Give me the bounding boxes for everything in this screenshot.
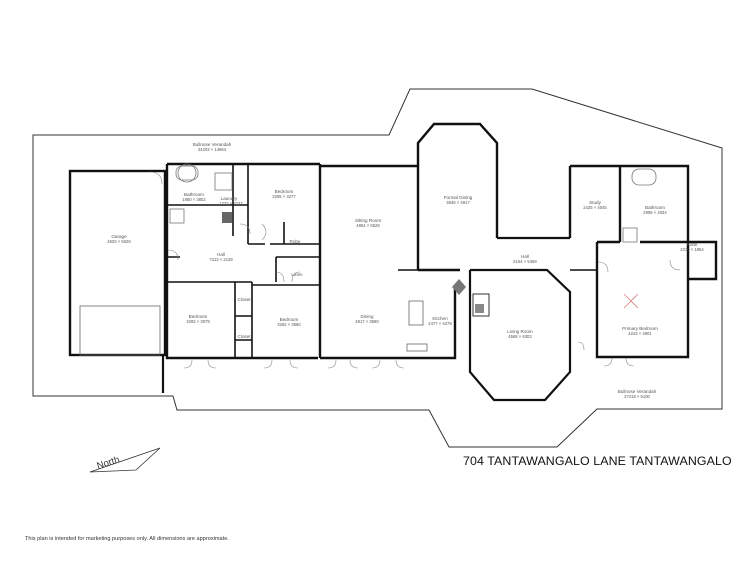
room-label-bedroom-west: Bedroom bbox=[189, 314, 208, 319]
room-label-formal-dining: Formal Dining bbox=[444, 195, 473, 200]
room-dims-hall-west: 7313 × 2139 bbox=[209, 257, 233, 262]
room-dims-garage: 4603 × 5028 bbox=[107, 239, 131, 244]
room-label-sitting-room: Sitting Room bbox=[355, 218, 381, 223]
room-label-primary-bedroom: Primary Bedroom bbox=[622, 326, 658, 331]
room-label-robe-east: Robe bbox=[687, 242, 698, 247]
room-dims-bullnose-verandah-south: 27418 × 5100 bbox=[624, 394, 650, 399]
room-dims-bathroom-east: 2995 × 4034 bbox=[643, 210, 667, 215]
room-dims-robe-east: 2230 × 1954 bbox=[680, 247, 704, 252]
room-label-linen: Linen bbox=[291, 272, 303, 277]
room-label-bathroom: Bathroom bbox=[184, 192, 204, 197]
room-dims-primary-bedroom: 4223 × 4901 bbox=[628, 331, 652, 336]
east-wing-walls bbox=[568, 164, 718, 359]
room-dims-sitting-room: 4854 × 5528 bbox=[356, 223, 380, 228]
room-label-robe: Robe bbox=[290, 239, 301, 244]
room-dims-study: 2425 × 4045 bbox=[583, 205, 607, 210]
room-dims-bathroom: 1980 × 3802 bbox=[182, 197, 206, 202]
room-label-hall-east: Hall bbox=[521, 254, 529, 259]
room-dims-dining: 4817 × 3580 bbox=[355, 319, 379, 324]
room-dims-bedroom-north: 3295 × 3277 bbox=[272, 194, 296, 199]
room-label-study: Study bbox=[589, 200, 601, 205]
north-label: North bbox=[96, 454, 121, 472]
room-label-bedroom-middle: Bedroom bbox=[280, 317, 299, 322]
formal-dining-walls bbox=[416, 122, 499, 238]
fireplace bbox=[472, 293, 490, 317]
disclaimer-text: This plan is intended for marketing purp… bbox=[25, 536, 229, 542]
laundry-tub bbox=[222, 212, 232, 223]
room-dims-kitchen: 2477 × 4279 bbox=[428, 321, 452, 326]
room-dims-bullnose-verandah: 34203 × 14964 bbox=[198, 147, 227, 152]
shower-west bbox=[169, 208, 185, 224]
fireplace-insert bbox=[475, 304, 484, 313]
kitchen-bench bbox=[406, 343, 428, 352]
room-labels: Bullnose Verandah 34203 × 14964 Bathroom… bbox=[107, 142, 704, 399]
door-arcs bbox=[149, 171, 681, 369]
central-walls bbox=[320, 164, 460, 360]
north-arrow-shape bbox=[89, 447, 161, 473]
north-arrow: North bbox=[89, 447, 161, 473]
room-label-closet-upper: Closet bbox=[237, 297, 251, 302]
property-address: 704 TANTAWANGALO LANE TANTAWANGALO bbox=[463, 454, 732, 468]
room-label-living-room: Living Room bbox=[507, 329, 533, 334]
room-label-bullnose-verandah: Bullnose Verandah bbox=[193, 142, 232, 147]
west-wing-walls bbox=[165, 162, 322, 360]
bath-tub-west bbox=[175, 165, 199, 181]
room-label-garage: Garage bbox=[111, 234, 127, 239]
west-wing-partitions bbox=[167, 164, 320, 358]
room-label-closet-lower: Closet bbox=[237, 334, 251, 339]
kitchen-fixture bbox=[452, 279, 466, 295]
room-label-bullnose-verandah-south: Bullnose Verandah bbox=[618, 389, 657, 394]
verandah-outline bbox=[32, 88, 723, 448]
living-room-walls bbox=[468, 268, 572, 402]
bath-tub-east bbox=[631, 168, 657, 186]
room-dims-formal-dining: 3849 × 4917 bbox=[446, 200, 470, 205]
kitchen-island bbox=[408, 300, 424, 326]
room-label-laundry: Laundry bbox=[221, 196, 238, 201]
shower-east bbox=[622, 227, 638, 243]
room-dims-living-room: 4568 × 6303 bbox=[508, 334, 532, 339]
room-label-bedroom-north: Bedroom bbox=[275, 189, 294, 194]
room-dims-bedroom-middle: 3282 × 3580 bbox=[277, 322, 301, 327]
garage-door bbox=[79, 305, 161, 356]
laundry-bench bbox=[214, 172, 233, 191]
fan-b bbox=[623, 293, 639, 309]
bath-fixture-west bbox=[177, 163, 197, 183]
room-label-bathroom-east: Bathroom bbox=[645, 205, 665, 210]
room-label-hall-west: Hall bbox=[217, 252, 225, 257]
room-dims-laundry: 1772 × 3237 bbox=[219, 201, 243, 206]
room-dims-bedroom-west: 3282 × 3079 bbox=[186, 319, 210, 324]
room-label-dining: Dining bbox=[360, 314, 373, 319]
room-label-kitchen: Kitchen bbox=[432, 316, 448, 321]
room-dims-hall-east: 5154 × 5469 bbox=[513, 259, 537, 264]
garage-walls bbox=[68, 169, 167, 357]
